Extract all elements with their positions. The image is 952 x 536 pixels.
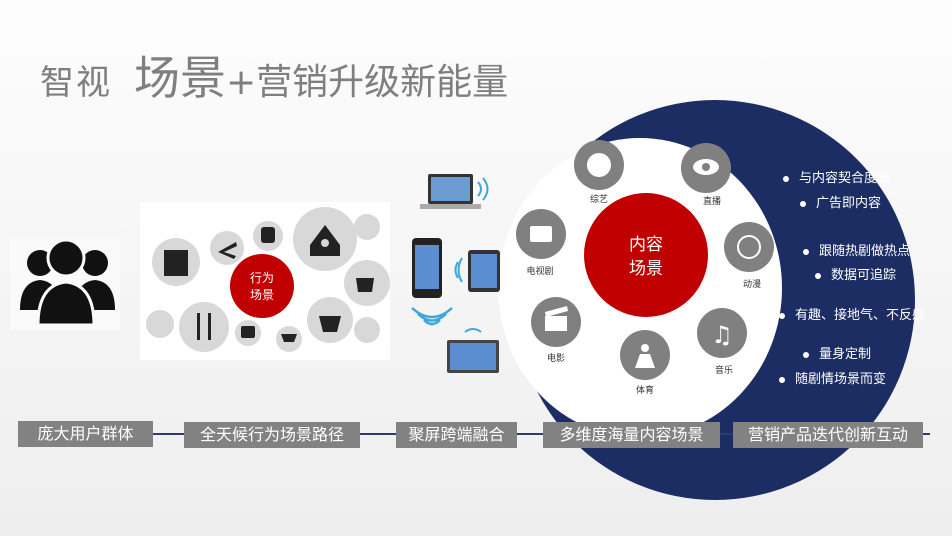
live-label: 直播: [703, 195, 721, 207]
content-label-line2: 场景: [629, 259, 663, 279]
content-center: [584, 193, 708, 317]
sports-label: 体育: [636, 384, 654, 396]
bullet-1: 与内容契合度高: [783, 167, 890, 186]
step-2: 全天候行为场景路径: [184, 422, 360, 448]
bullet-7: 随剧情场景而变: [779, 368, 886, 387]
title-suffix: +营销升级新能量: [226, 62, 509, 103]
bullet-5: 有趣、接地气、不反感: [779, 304, 925, 323]
bullet-4: 数据可追踪: [815, 264, 896, 283]
bullet-2: 广告即内容: [800, 192, 881, 211]
process-line: [150, 433, 930, 435]
movie-label: 电影: [547, 352, 565, 364]
page-title: 智视场景+营销升级新能量: [40, 42, 508, 108]
music-label: 音乐: [715, 364, 733, 376]
step-3: 聚屏跨端融合: [396, 422, 517, 448]
wifi-icon: [411, 307, 453, 326]
step-5: 营销产品迭代创新互动: [733, 422, 923, 448]
anime-icon: [724, 222, 774, 272]
users-icon: [10, 238, 120, 330]
behavior-center: [230, 254, 294, 318]
variety-label: 综艺: [590, 193, 608, 205]
behavior-label-line1: 行为: [250, 271, 274, 285]
behavior-scene: 行为 场景: [140, 202, 390, 360]
title-main: 场景: [134, 51, 226, 105]
bullet-6: 量身定制: [803, 343, 871, 362]
tv-series-label: 电视剧: [526, 265, 553, 277]
svg-text:♫: ♫: [711, 321, 733, 349]
music-icon: [697, 308, 747, 358]
content-label-line1: 内容: [629, 235, 663, 255]
step-4: 多维度海量内容场景: [543, 422, 720, 448]
behavior-label-line2: 场景: [250, 288, 274, 302]
fork-knife-icon: [179, 302, 229, 352]
content-scene: 内容 场景 综艺 直播 动漫 ♫ 音乐 体育 电影 电视剧: [516, 140, 774, 396]
step-1: 庞大用户群体: [18, 421, 153, 447]
anime-label: 动漫: [743, 278, 761, 290]
title-prefix: 智视: [40, 63, 112, 103]
devices: [411, 174, 500, 373]
bullet-3: 跟随热剧做热点: [803, 240, 910, 259]
